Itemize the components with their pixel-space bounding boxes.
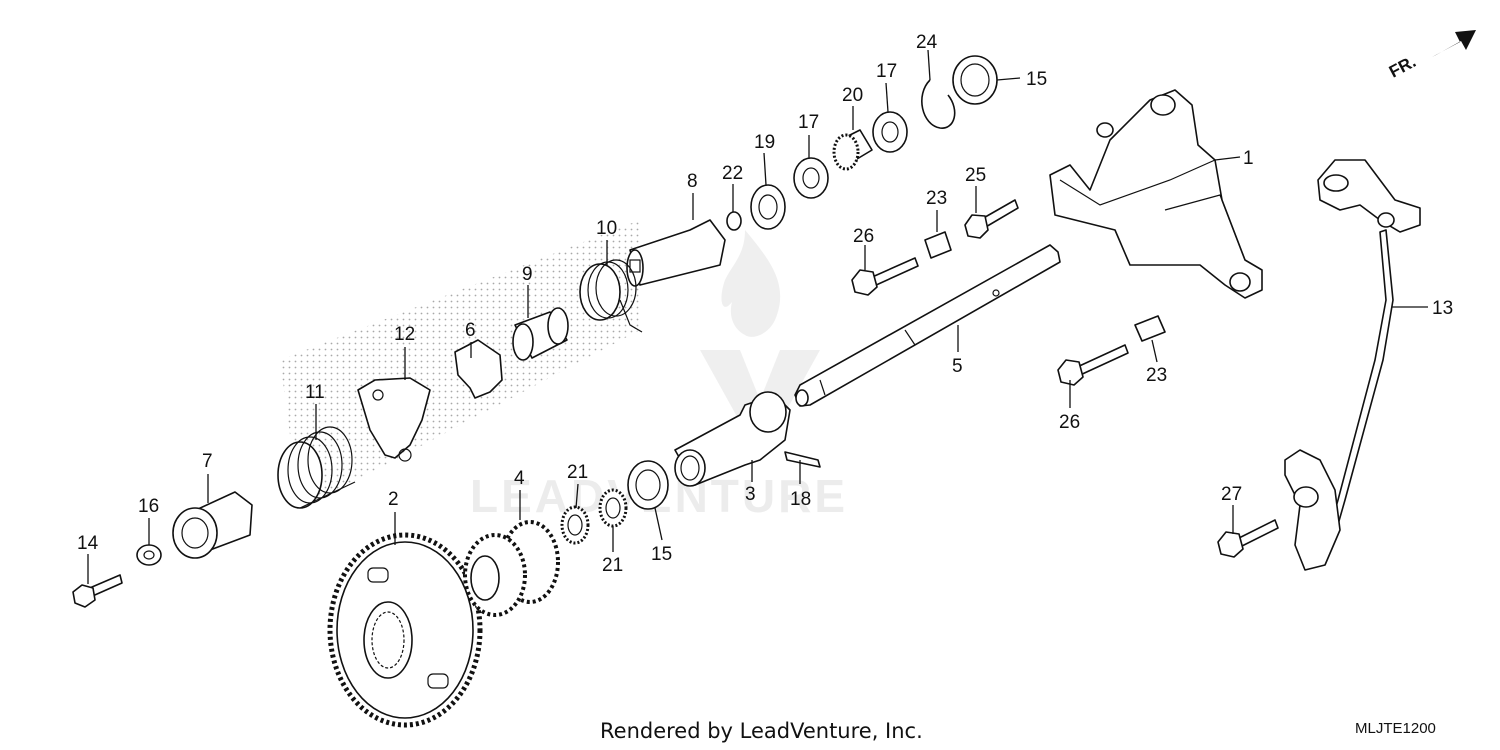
- part-5-shaft: [794, 244, 1061, 407]
- callout-24: 24: [916, 32, 938, 53]
- part-8-spindle: [626, 219, 726, 287]
- part-7-bushing: [172, 491, 253, 559]
- part-11-spring: [277, 426, 356, 509]
- part-12-ratchet: [357, 377, 431, 462]
- part-23-dowel-lower: [1134, 315, 1166, 342]
- part-4-gear: [463, 520, 560, 617]
- callout-12: 12: [394, 324, 415, 345]
- part-16-washer: [136, 544, 162, 566]
- part-17-washer-a: [793, 157, 829, 199]
- callout-18: 18: [790, 489, 811, 510]
- part-18-pin: [784, 451, 821, 468]
- part-15-washer-upper: [952, 55, 998, 105]
- callout-19: 19: [754, 132, 775, 153]
- callout-5: 5: [952, 356, 963, 377]
- callout-7: 7: [202, 451, 213, 472]
- callout-15-lower: 15: [651, 544, 672, 565]
- footer-credit: Rendered by LeadVenture, Inc.: [600, 719, 923, 743]
- callout-1: 1: [1243, 148, 1254, 169]
- callout-26-lower: 26: [1059, 412, 1080, 433]
- part-26-bolt-upper: [851, 257, 919, 296]
- callout-labels: 1 2 3 4 5 6 7 8 9 10 11 12 13 14 15 15 1…: [77, 32, 1453, 576]
- part-9-collar: [512, 307, 569, 361]
- part-15-washer-lower: [627, 460, 669, 510]
- part-27-bolt: [1217, 519, 1279, 558]
- callout-20: 20: [842, 85, 863, 106]
- callout-23-lower: 23: [1146, 365, 1167, 386]
- front-direction-indicator: FR.: [1386, 30, 1476, 82]
- part-23-dowel-upper: [924, 231, 952, 259]
- callout-23-upper: 23: [926, 188, 947, 209]
- callout-3: 3: [745, 484, 756, 505]
- part-14-bolt: [72, 574, 123, 608]
- callout-9: 9: [522, 264, 533, 285]
- leader-lines: [87, 49, 1428, 584]
- part-21-needle-bearings: [560, 488, 628, 545]
- callout-2: 2: [388, 489, 399, 510]
- callout-21-b: 21: [602, 555, 623, 576]
- callout-17-a: 17: [798, 112, 819, 133]
- callout-14: 14: [77, 533, 99, 554]
- part-13-linkage-rod: [1284, 159, 1421, 571]
- watermark-logo: [700, 230, 820, 440]
- front-direction-label: FR.: [1386, 52, 1419, 82]
- callout-4: 4: [514, 468, 525, 489]
- part-26-bolt-lower: [1057, 344, 1129, 386]
- part-6-plate: [454, 339, 503, 399]
- callout-22: 22: [722, 163, 743, 184]
- callout-25: 25: [965, 165, 986, 186]
- callout-13: 13: [1432, 298, 1453, 319]
- callout-21-a: 21: [567, 462, 588, 483]
- part-2-large-gear: [327, 532, 483, 728]
- part-10-spring: [579, 259, 643, 333]
- diagram-code: MLJTE1200: [1355, 720, 1436, 737]
- callout-26-upper: 26: [853, 226, 874, 247]
- callout-27: 27: [1221, 484, 1242, 505]
- part-1-bracket: [1049, 89, 1263, 299]
- front-arrow-icon: [1432, 30, 1476, 57]
- part-22-small-washer: [726, 211, 742, 231]
- callout-16: 16: [138, 496, 159, 517]
- part-19-washer: [750, 184, 786, 230]
- callout-15-upper: 15: [1026, 69, 1047, 90]
- part-20-needle-bearing: [832, 129, 873, 171]
- callout-11: 11: [305, 382, 325, 403]
- callout-8: 8: [687, 171, 698, 192]
- part-24-circlip: [921, 79, 956, 129]
- part-17-washer-b: [872, 111, 908, 153]
- part-3-hollow-shaft: [674, 391, 791, 487]
- callout-10: 10: [596, 218, 617, 239]
- part-25-bolt: [964, 199, 1019, 239]
- callout-6: 6: [465, 320, 476, 341]
- callout-17-b: 17: [876, 61, 897, 82]
